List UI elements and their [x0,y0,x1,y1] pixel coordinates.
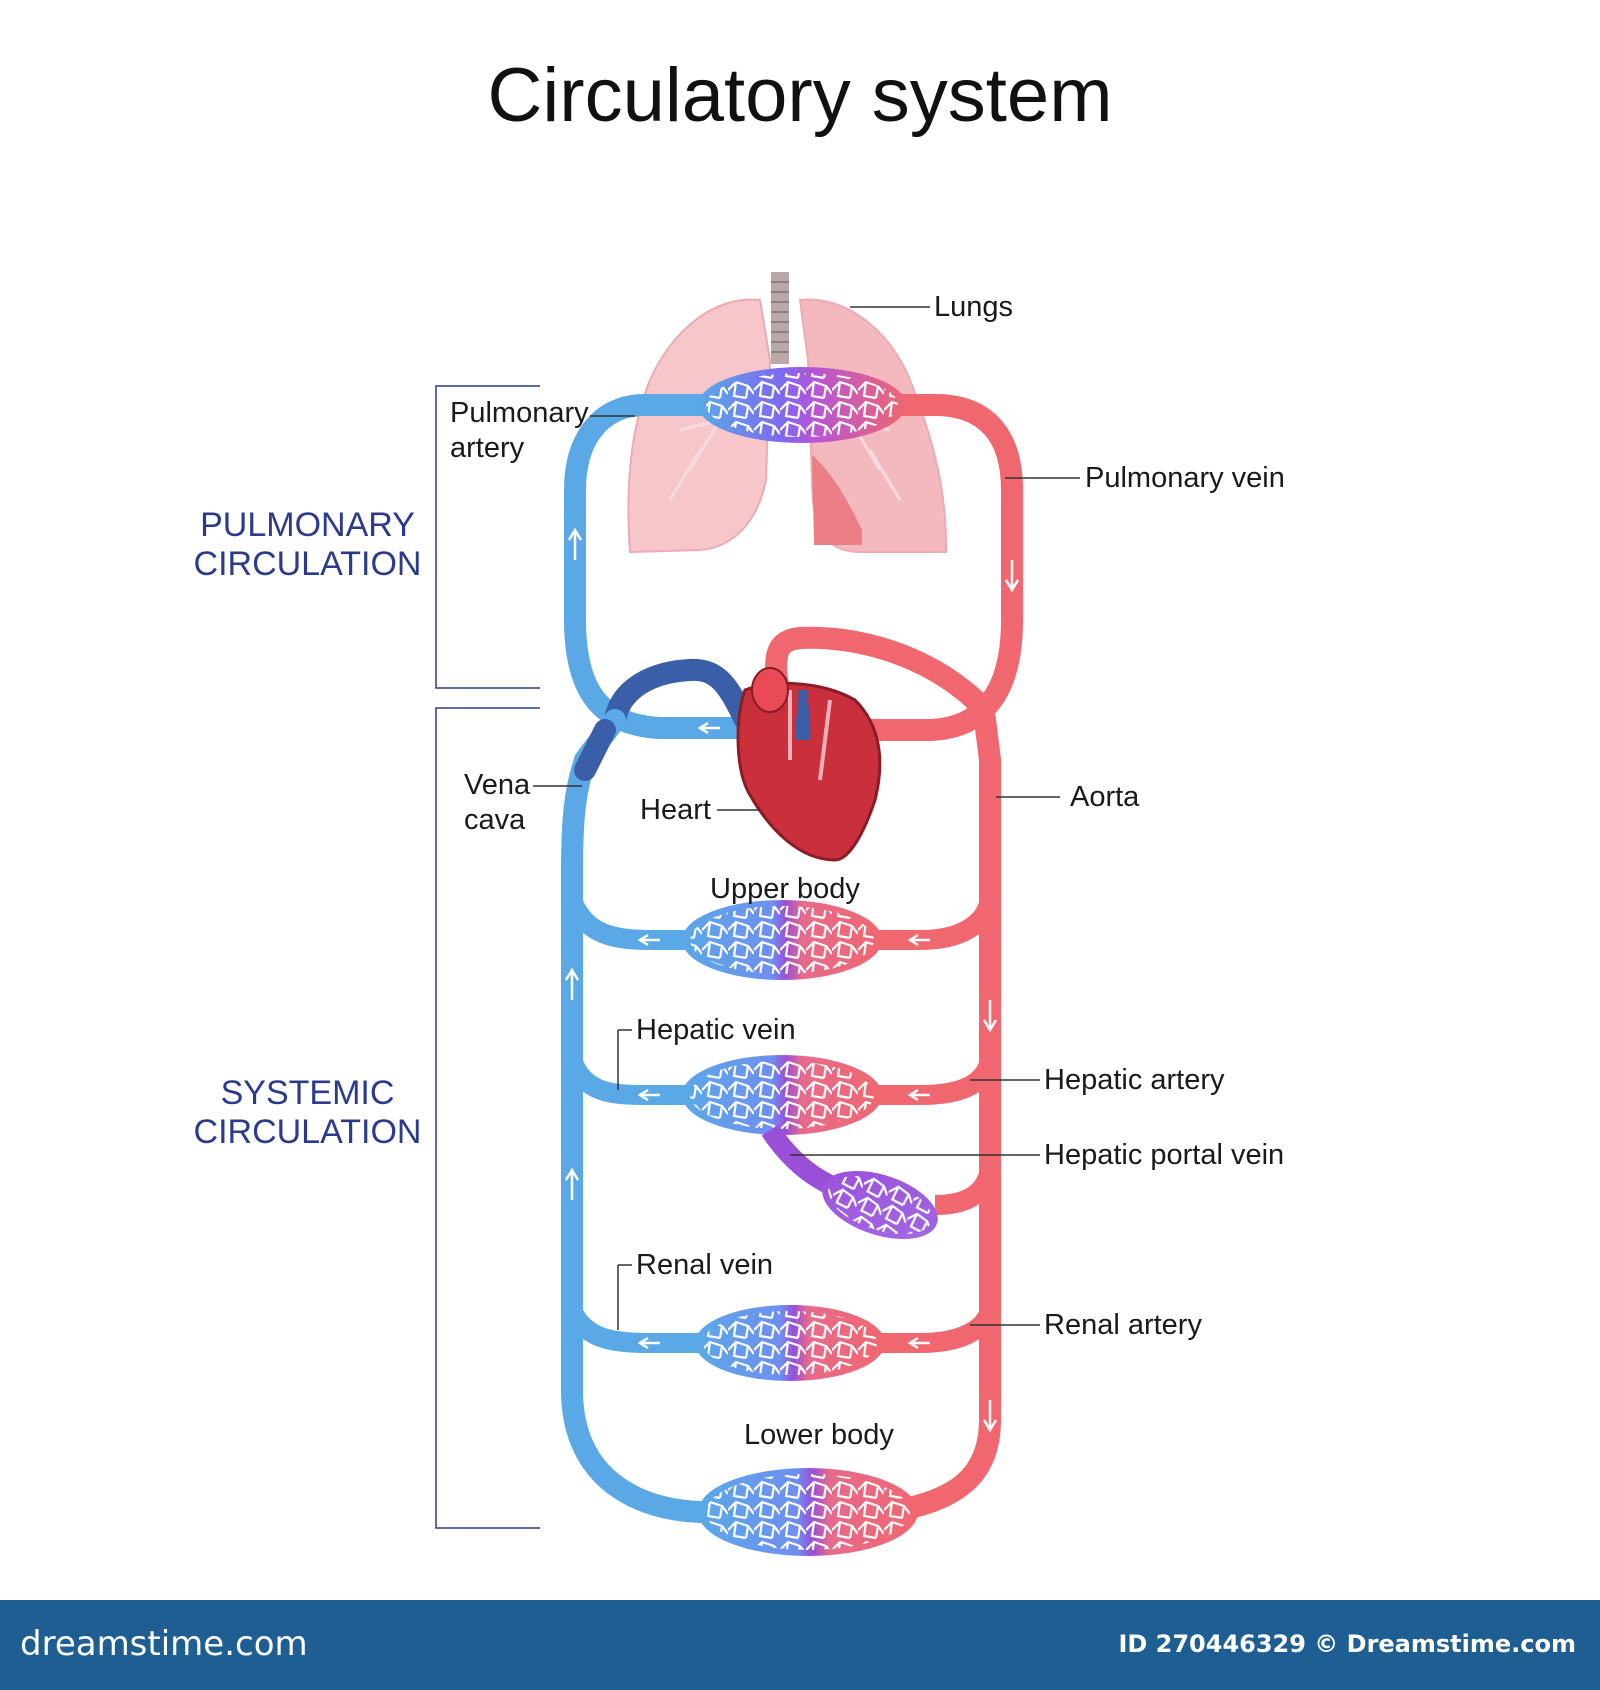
lungs-label: Lungs [934,291,1014,323]
lung-capillary-mesh [706,373,898,437]
systemic-circulation-label: SYSTEMIC CIRCULATION [185,1074,430,1152]
page-title: Circulatory system [487,53,1113,138]
hepatic-artery-label: Hepatic artery [1044,1064,1225,1096]
pulmonary-artery-line2: artery [450,431,525,464]
renal-vein-label: Renal vein [636,1249,774,1281]
upper-body-vein [562,896,695,950]
pulmonary-artery-label: Pulmonary artery [450,396,589,466]
pulmonary-vein [849,394,1023,741]
aorta-label: Aorta [1070,781,1140,813]
trachea [771,272,789,364]
right-lung-lower-lobe [812,455,862,545]
renal-artery-label: Renal artery [1044,1309,1202,1341]
hepatic-artery-vessel [870,1057,1000,1105]
hepatic-vein-vessel [562,1055,695,1105]
vena-cava-trunk [561,709,751,1523]
renal-artery-vessel [870,1306,1000,1353]
aorta-trunk [869,709,1001,1523]
leader-lines [533,306,1080,1330]
pulmonary-vein-label: Pulmonary vein [1085,462,1285,494]
vena-cava-line2: cava [464,803,526,836]
vena-cava-label: Vena cava [464,768,530,838]
hepatic-portal-vessel [761,1124,835,1194]
circulatory-diagram [435,272,1080,1556]
systemic-bracket [435,707,540,1529]
pulmonary-circulation-label: PULMONARY CIRCULATION [185,506,430,584]
vena-cava-line1: Vena [464,769,531,801]
hepatic-vein-label: Hepatic vein [636,1014,796,1046]
kidney-capillary-mesh [703,1311,877,1375]
systemic-circulation-line2: CIRCULATION [193,1113,422,1152]
pulmonary-artery-line1: Pulmonary [450,397,589,429]
footer-bar [0,1600,1600,1690]
pulmonary-bracket [435,385,540,689]
systemic-circulation-line1: SYSTEMIC [220,1074,395,1112]
footer-image-id: ID 270446329 © Dreamstime.com [1118,1630,1576,1658]
lower-body-capillary-mesh [706,1474,910,1550]
pulmonary-circulation-line1: PULMONARY [200,506,415,544]
superior-vena-cava [604,658,756,731]
renal-vein-vessel [562,1305,700,1353]
heart [736,667,882,862]
lower-body-label: Lower body [744,1419,894,1451]
intestinal-artery [934,1167,1000,1215]
upper-body-label: Upper body [710,873,860,905]
footer-brand: dreamstime.com [20,1624,308,1664]
intestine-capillary-mesh [828,1175,932,1235]
pulmonary-circulation-line2: CIRCULATION [193,545,422,584]
aortic-arch [765,626,996,731]
liver-capillary-mesh [690,1061,874,1129]
flow-arrows [564,527,1020,1433]
upper-body-artery [870,897,1000,950]
heart-label: Heart [640,794,711,826]
trachea-rings [771,281,789,353]
vena-cava-upper [574,719,616,781]
upper-body-capillary-mesh [690,906,874,974]
hepatic-portal-vein-label: Hepatic portal vein [1044,1139,1285,1171]
